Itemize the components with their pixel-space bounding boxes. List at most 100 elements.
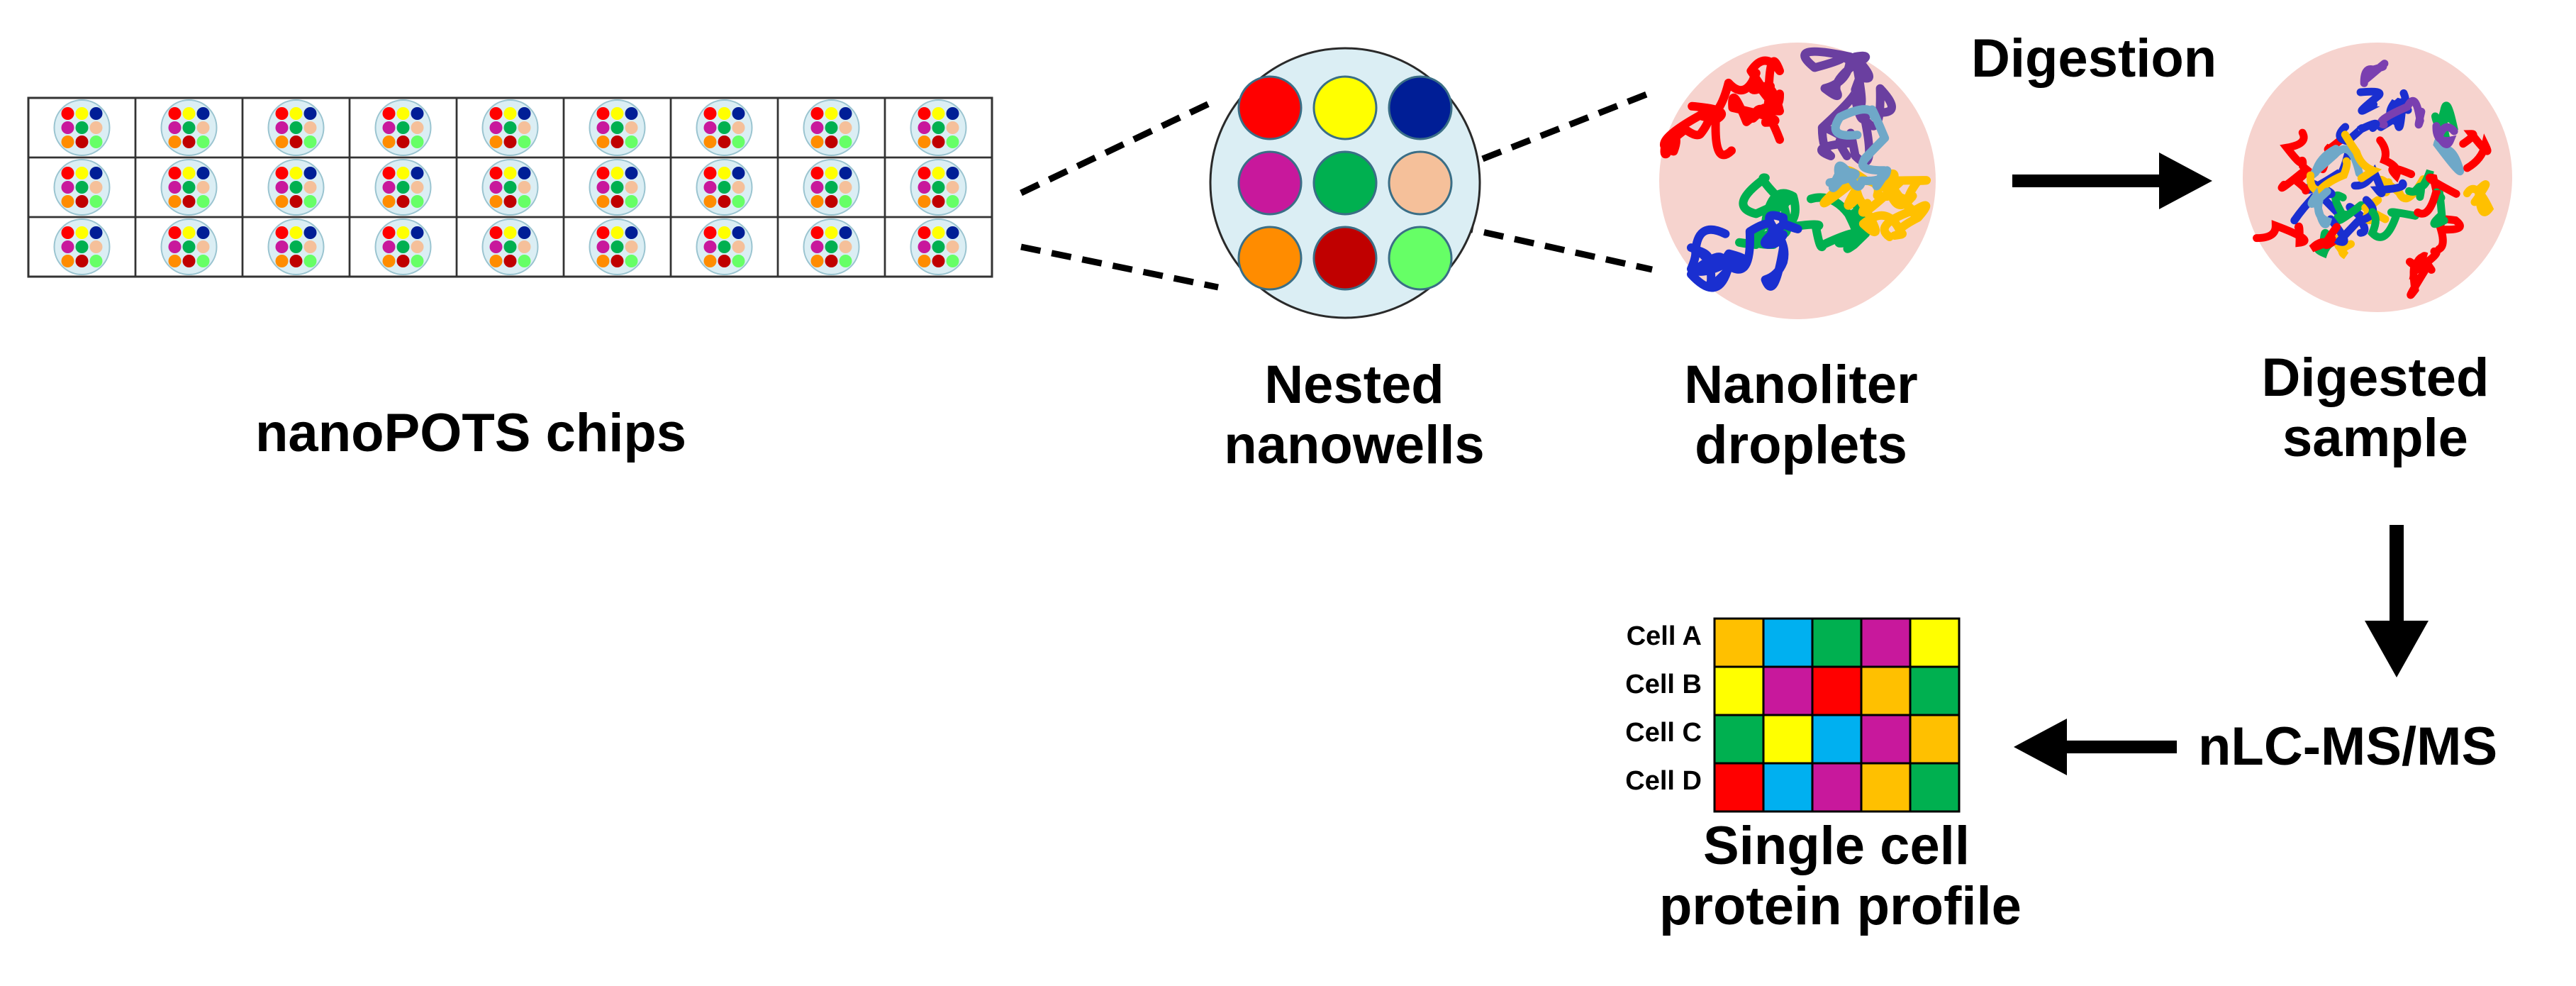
mini-droplet	[610, 181, 624, 194]
mini-droplet	[411, 121, 424, 134]
mini-droplet	[946, 121, 959, 134]
mini-droplet	[732, 255, 745, 267]
profile-label-line2: protein profile	[1659, 876, 2022, 937]
mini-droplet	[625, 107, 638, 120]
mini-droplet	[182, 195, 196, 208]
heatmap-cell	[1713, 665, 1765, 716]
mini-droplet	[89, 181, 103, 194]
digested-sample	[2243, 43, 2512, 312]
mini-droplet	[503, 181, 517, 194]
mini-droplet	[625, 181, 638, 194]
mini-droplet	[275, 255, 289, 267]
peptide-fragment	[2432, 122, 2458, 148]
mini-droplet	[382, 135, 396, 148]
mini-droplet	[810, 240, 824, 253]
profile-label-line1: Single cell	[1703, 816, 1970, 876]
mini-droplet	[396, 240, 410, 253]
mini-droplet	[382, 240, 396, 253]
chip-cell	[134, 216, 244, 278]
mini-droplet	[89, 195, 103, 208]
protein-strand-yellow	[1819, 166, 1931, 241]
mini-droplet	[610, 121, 624, 134]
peptide-fragment	[2430, 182, 2448, 228]
heatmap-cell	[1860, 617, 1912, 668]
mini-droplet	[61, 107, 74, 120]
mini-droplet	[75, 167, 89, 179]
mini-droplet	[168, 107, 182, 120]
chip-cell	[883, 216, 993, 278]
mini-droplet	[932, 107, 945, 120]
mini-droplet	[596, 181, 610, 194]
chip-cell	[562, 156, 672, 218]
mini-droplet	[718, 135, 731, 148]
mini-droplet	[946, 167, 959, 179]
mini-droplet	[596, 167, 610, 179]
mini-droplet	[289, 167, 303, 179]
mini-droplet	[825, 107, 838, 120]
mini-droplet	[839, 167, 852, 179]
mini-droplet	[89, 135, 103, 148]
heatmap-row-label: Cell A	[1626, 621, 1702, 651]
mini-droplet	[61, 167, 74, 179]
mini-droplet	[411, 195, 424, 208]
protein-strand-purple	[1800, 47, 1896, 167]
mini-droplet	[503, 255, 517, 267]
mini-droplet	[275, 121, 289, 134]
mini-droplet	[810, 167, 824, 179]
mini-droplet	[918, 167, 931, 179]
mini-droplet	[503, 240, 517, 253]
mini-droplet	[518, 195, 531, 208]
mini-droplet	[918, 107, 931, 120]
chip-cell	[562, 96, 672, 159]
digested-label-line1: Digested	[2261, 348, 2489, 408]
nanowell-droplet	[1388, 226, 1453, 291]
mini-droplet	[182, 121, 196, 134]
mini-droplet	[703, 240, 717, 253]
mini-droplet	[196, 121, 210, 134]
mini-droplet	[168, 240, 182, 253]
mini-droplet	[718, 255, 731, 267]
mini-droplet	[89, 107, 103, 120]
mini-droplet	[196, 240, 210, 253]
mini-droplet	[382, 195, 396, 208]
mini-droplet	[75, 181, 89, 194]
left-arrow-head	[2014, 719, 2067, 775]
mini-droplet	[196, 255, 210, 267]
mini-droplet	[932, 226, 945, 239]
mini-droplet	[182, 226, 196, 239]
mini-droplet	[703, 121, 717, 134]
mini-droplet	[503, 226, 517, 239]
mini-droplet	[75, 195, 89, 208]
nested-label-line2: nanowells	[1224, 415, 1485, 476]
mini-droplet	[489, 167, 503, 179]
mini-droplet	[489, 195, 503, 208]
mini-droplet	[703, 255, 717, 267]
mini-droplet	[503, 167, 517, 179]
mini-droplet	[289, 226, 303, 239]
droplets-label-line2: droplets	[1695, 415, 1907, 476]
peptide-fragment	[2277, 164, 2312, 195]
mini-droplet	[168, 121, 182, 134]
mini-droplet	[810, 121, 824, 134]
mini-droplet	[610, 135, 624, 148]
digested-label-line2: sample	[2282, 408, 2468, 469]
mini-droplet	[61, 195, 74, 208]
mini-droplet	[732, 107, 745, 120]
mini-droplet	[732, 240, 745, 253]
mini-droplet	[61, 255, 74, 267]
heatmap-cell	[1762, 665, 1814, 716]
mini-droplet	[61, 121, 74, 134]
mini-droplet	[839, 226, 852, 239]
mini-droplet	[396, 135, 410, 148]
mini-droplet	[518, 240, 531, 253]
mini-droplet	[732, 181, 745, 194]
mini-droplet	[75, 107, 89, 120]
mini-droplet	[61, 226, 74, 239]
mini-droplet	[825, 121, 838, 134]
nanowell-droplet	[1312, 150, 1378, 216]
mini-droplet	[275, 107, 289, 120]
mini-droplet	[839, 255, 852, 267]
heatmap-cell	[1860, 762, 1912, 813]
mini-droplet	[182, 167, 196, 179]
mini-droplet	[596, 240, 610, 253]
